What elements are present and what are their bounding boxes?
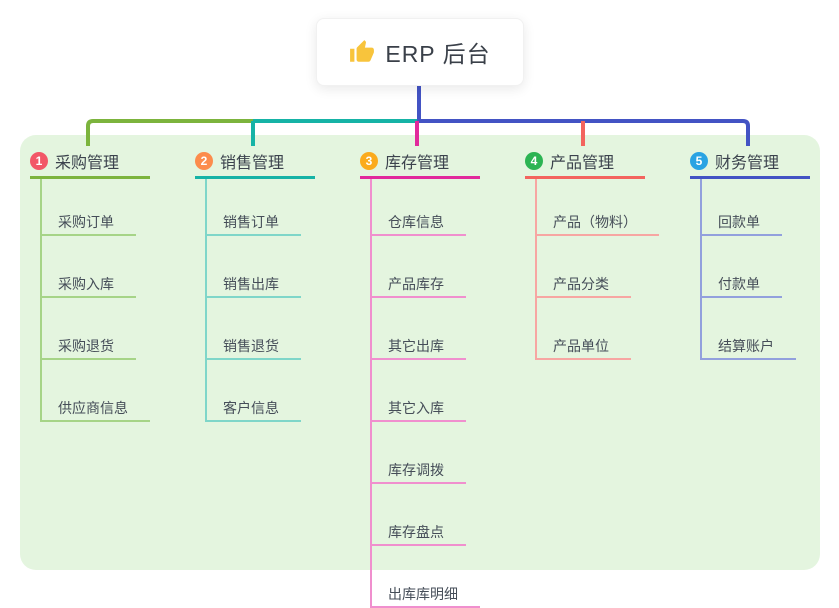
child-node[interactable]: 供应商信息 <box>42 360 150 422</box>
branch-number-badge: 4 <box>525 152 543 170</box>
branch-number-badge: 2 <box>195 152 213 170</box>
child-node[interactable]: 仓库信息 <box>372 179 466 236</box>
child-node-label: 产品（物料） <box>553 214 637 230</box>
child-node-label: 供应商信息 <box>58 400 128 416</box>
child-node[interactable]: 库存调拨 <box>372 422 466 484</box>
child-node[interactable]: 客户信息 <box>207 360 301 422</box>
child-node[interactable]: 采购入库 <box>42 236 136 298</box>
child-node-label: 库存盘点 <box>388 524 444 540</box>
child-node[interactable]: 采购订单 <box>42 179 136 236</box>
child-node-label: 回款单 <box>718 214 760 230</box>
child-node-label: 产品库存 <box>388 276 444 292</box>
child-node[interactable]: 结算账户 <box>702 298 796 360</box>
child-node[interactable]: 销售订单 <box>207 179 301 236</box>
root-node[interactable]: ERP 后台 <box>316 18 524 86</box>
child-node[interactable]: 回款单 <box>702 179 782 236</box>
child-node-label: 销售出库 <box>223 276 279 292</box>
child-node-label: 出库库明细 <box>388 586 458 602</box>
branch-header-3[interactable]: 3 库存管理 <box>360 149 480 179</box>
child-node-label: 库存调拨 <box>388 462 444 478</box>
child-node-label: 其它入库 <box>388 400 444 416</box>
branch-1: 1 采购管理采购订单采购入库采购退货供应商信息 <box>30 135 150 422</box>
child-node-label: 付款单 <box>718 276 760 292</box>
child-node-label: 销售退货 <box>223 338 279 354</box>
branch-children: 销售订单销售出库销售退货客户信息 <box>205 179 301 422</box>
mindmap-canvas-panel <box>20 135 820 570</box>
branch-4: 4 产品管理产品（物料） 产品分类产品单位 <box>525 135 659 360</box>
child-node[interactable]: 销售出库 <box>207 236 301 298</box>
branch-children: 回款单付款单结算账户 <box>700 179 796 360</box>
root-node-title: ERP 后台 <box>385 41 491 67</box>
child-node-label: 采购订单 <box>58 214 114 230</box>
child-node-label: 仓库信息 <box>388 214 444 230</box>
child-node[interactable]: 付款单 <box>702 236 782 298</box>
child-node-label: 产品单位 <box>553 338 609 354</box>
branch-3: 3 库存管理仓库信息产品库存其它出库其它入库库存调拨库存盘点出库库明细 <box>360 135 480 608</box>
child-node-label: 产品分类 <box>553 276 609 292</box>
branch-children: 仓库信息产品库存其它出库其它入库库存调拨库存盘点出库库明细 <box>370 179 480 608</box>
child-node[interactable]: 出库库明细 <box>372 546 480 608</box>
branch-number-badge: 3 <box>360 152 378 170</box>
branch-5: 5 财务管理回款单付款单结算账户 <box>690 135 810 360</box>
child-node[interactable]: 销售退货 <box>207 298 301 360</box>
branch-2: 2 销售管理销售订单销售出库销售退货客户信息 <box>195 135 315 422</box>
child-node-label: 客户信息 <box>223 400 279 416</box>
branch-header-4[interactable]: 4 产品管理 <box>525 149 645 179</box>
child-node-label: 采购退货 <box>58 338 114 354</box>
child-node-label: 结算账户 <box>718 338 774 354</box>
branch-header-2[interactable]: 2 销售管理 <box>195 149 315 179</box>
branch-header-1[interactable]: 1 采购管理 <box>30 149 150 179</box>
branch-header-5[interactable]: 5 财务管理 <box>690 149 810 179</box>
child-node[interactable]: 产品（物料） <box>537 179 659 236</box>
child-node[interactable]: 采购退货 <box>42 298 136 360</box>
child-node-label: 采购入库 <box>58 276 114 292</box>
child-node[interactable]: 产品分类 <box>537 236 631 298</box>
child-node-label: 其它出库 <box>388 338 444 354</box>
branch-label: 财务管理 <box>715 155 780 172</box>
child-node[interactable]: 产品库存 <box>372 236 466 298</box>
branch-label: 采购管理 <box>55 155 120 172</box>
child-node[interactable]: 其它入库 <box>372 360 466 422</box>
child-node[interactable]: 库存盘点 <box>372 484 466 546</box>
child-node[interactable]: 其它出库 <box>372 298 466 360</box>
child-node-label: 销售订单 <box>223 214 279 230</box>
branch-label: 销售管理 <box>220 155 285 172</box>
child-node[interactable]: 产品单位 <box>537 298 631 360</box>
branch-number-badge: 1 <box>30 152 48 170</box>
branch-children: 产品（物料） 产品分类产品单位 <box>535 179 659 360</box>
branch-label: 库存管理 <box>385 155 450 172</box>
branch-label: 产品管理 <box>550 155 615 172</box>
branch-number-badge: 5 <box>690 152 708 170</box>
thumbs-up-icon <box>349 39 375 65</box>
branch-children: 采购订单采购入库采购退货供应商信息 <box>40 179 150 422</box>
